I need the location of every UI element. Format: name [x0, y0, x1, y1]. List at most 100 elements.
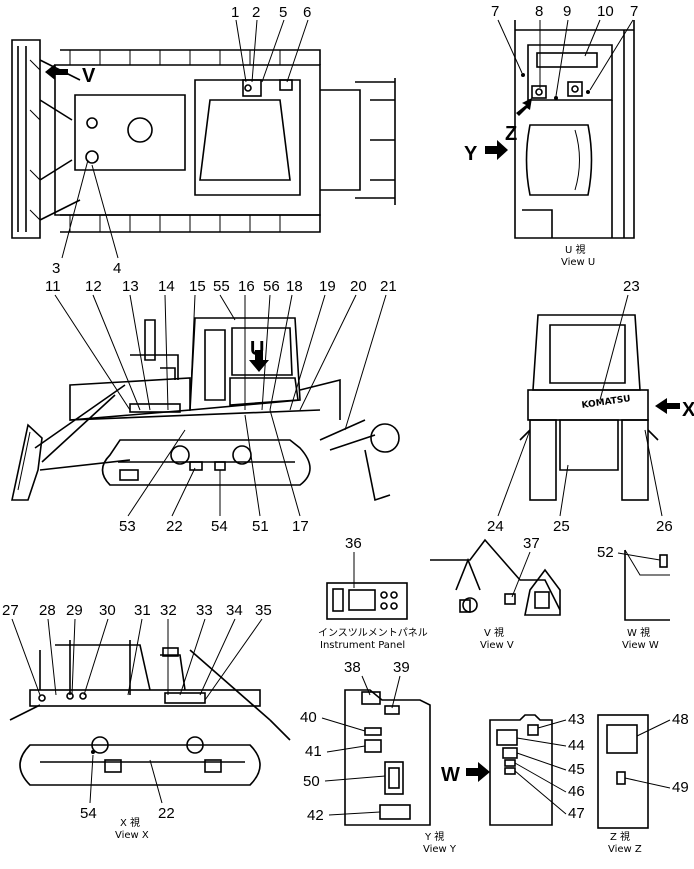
view-letter-v: V	[82, 65, 96, 87]
callout-6: 6	[303, 4, 311, 21]
callout-4: 4	[113, 260, 121, 277]
callout-7a: 7	[491, 3, 499, 20]
callout-32: 32	[160, 602, 177, 619]
callout-45: 45	[568, 761, 585, 778]
callout-50: 50	[303, 773, 320, 790]
callout-19: 19	[319, 278, 336, 295]
callout-51: 51	[252, 518, 269, 535]
callout-20: 20	[350, 278, 367, 295]
view-w-caption: View W	[622, 640, 659, 651]
callout-44: 44	[568, 737, 585, 754]
callout-42: 42	[307, 807, 324, 824]
callout-48: 48	[672, 711, 689, 728]
callout-25: 25	[553, 518, 570, 535]
top-view-callouts: 1 2 5 6 3 4	[52, 4, 311, 277]
callout-30: 30	[99, 602, 116, 619]
callout-28: 28	[39, 602, 56, 619]
callout-36: 36	[345, 535, 362, 552]
view-letter-w: W	[441, 764, 460, 786]
view-u-caption: View U	[561, 257, 595, 268]
callout-18: 18	[286, 278, 303, 295]
callout-40: 40	[300, 709, 317, 726]
callout-22b: 22	[158, 805, 175, 822]
top-view	[11, 39, 396, 239]
callout-34: 34	[226, 602, 243, 619]
view-y-jp: Y 視	[424, 830, 444, 843]
callout-55: 55	[213, 278, 230, 295]
callout-35: 35	[255, 602, 272, 619]
callout-15: 15	[189, 278, 206, 295]
view-x-side	[9, 640, 291, 786]
view-u	[485, 20, 635, 239]
callout-21: 21	[380, 278, 397, 295]
callout-23: 23	[623, 278, 640, 295]
callout-43: 43	[568, 711, 585, 728]
callout-33: 33	[196, 602, 213, 619]
view-z-callouts: 48 49	[624, 711, 689, 796]
callout-7b: 7	[630, 3, 638, 20]
brand-plate: KOMATSU	[581, 394, 631, 411]
view-letter-z: Z	[505, 123, 517, 145]
callout-22a: 22	[166, 518, 183, 535]
callout-41: 41	[305, 743, 322, 760]
side-view	[11, 317, 400, 502]
callout-46: 46	[568, 783, 585, 800]
callout-11: 11	[45, 278, 61, 295]
view-x-rear	[519, 314, 680, 501]
callout-52: 52	[597, 544, 614, 561]
view-letter-u: U	[250, 338, 264, 360]
callout-54b: 54	[80, 805, 97, 822]
view-y	[344, 689, 431, 826]
callout-47: 47	[568, 805, 585, 822]
callout-38: 38	[344, 659, 361, 676]
view-y-callouts: 38 39 40 41 50 42	[300, 659, 410, 824]
callout-1: 1	[231, 4, 239, 21]
callout-37: 37	[523, 535, 540, 552]
panel-caption: Instrument Panel	[320, 640, 405, 651]
callout-53: 53	[119, 518, 136, 535]
view-x-caption: View X	[115, 830, 149, 841]
callout-49: 49	[672, 779, 689, 796]
callout-31: 31	[134, 602, 151, 619]
view-y-second-callouts: 43 44 45 46 47	[514, 711, 585, 822]
view-z	[597, 714, 649, 829]
view-x-side-callouts: 27 28 29 30 31 32 33 34 35 54 22	[2, 602, 272, 822]
callout-56: 56	[263, 278, 280, 295]
view-x-jp: X 視	[120, 816, 140, 829]
callout-16: 16	[238, 278, 255, 295]
view-w	[624, 549, 670, 621]
view-y-second	[466, 714, 553, 826]
instrument-panel	[326, 582, 408, 620]
callout-8: 8	[535, 3, 543, 20]
callout-12: 12	[85, 278, 102, 295]
view-u-callouts: 7 8 9 10 7	[491, 3, 638, 97]
view-z-jp: Z 視	[610, 830, 630, 843]
view-x-rear-callouts: 23 24 25 26	[487, 278, 673, 535]
callout-14: 14	[158, 278, 175, 295]
callout-24: 24	[487, 518, 504, 535]
view-v	[430, 538, 561, 616]
callout-2: 2	[252, 4, 260, 21]
callout-10: 10	[597, 3, 614, 20]
view-letter-y: Y	[464, 143, 478, 165]
callout-27: 27	[2, 602, 19, 619]
callout-54a: 54	[211, 518, 228, 535]
callout-5: 5	[279, 4, 287, 21]
callout-13: 13	[122, 278, 139, 295]
callout-17: 17	[292, 518, 309, 535]
view-y-caption: View Y	[423, 844, 457, 855]
view-letter-x: X	[682, 399, 694, 421]
callout-26: 26	[656, 518, 673, 535]
side-view-callouts: 11 12 13 14 15 55 16 56 18 19 20 21 53 2…	[45, 278, 397, 535]
view-z-caption: View Z	[608, 844, 642, 855]
callout-9: 9	[563, 3, 571, 20]
view-v-jp: V 視	[484, 626, 504, 639]
view-v-caption: View V	[480, 640, 514, 651]
callout-39: 39	[393, 659, 410, 676]
view-u-jp: U 視	[565, 243, 586, 256]
callout-29: 29	[66, 602, 83, 619]
view-w-jp: W 視	[627, 626, 650, 639]
callout-3: 3	[52, 260, 60, 277]
panel-jp: インスツルメントパネル	[318, 627, 428, 639]
